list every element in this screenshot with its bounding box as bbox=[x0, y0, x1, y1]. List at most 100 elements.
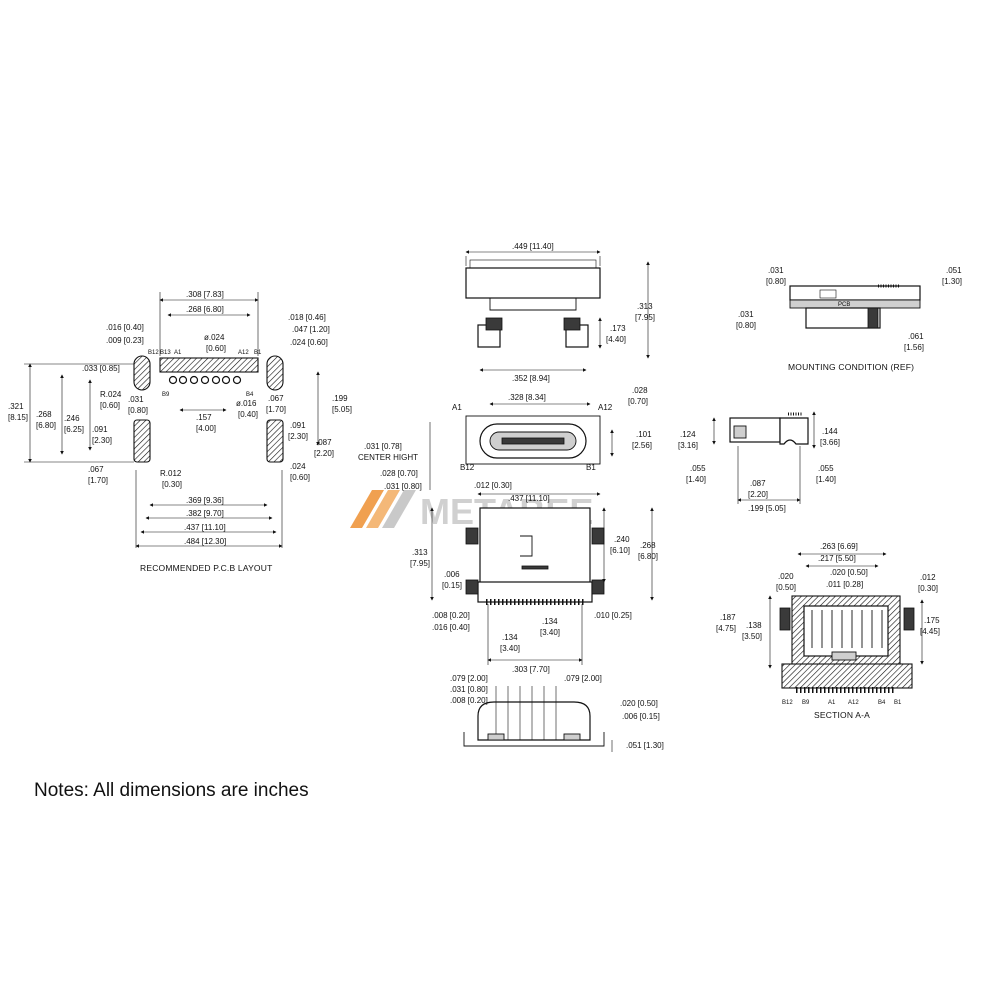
front-pin-label: B12 bbox=[460, 463, 475, 472]
section-dim-9: .187 bbox=[720, 613, 736, 622]
pcb-board bbox=[789, 299, 921, 309]
pcb-dim-29: .199 bbox=[332, 394, 348, 403]
section-caption: SECTION A-A bbox=[814, 710, 870, 720]
pcb-pin-label: B9 bbox=[162, 392, 170, 398]
mount-dim-5: .051 bbox=[946, 266, 962, 275]
mount-dim-7: .061 bbox=[908, 332, 924, 341]
pcb-pad-bottom-left bbox=[133, 419, 151, 463]
plan-dim-3: .006 bbox=[444, 570, 460, 579]
pcb-dim-5: ø.024 bbox=[204, 333, 225, 342]
side-dim-2: [3.16] bbox=[678, 441, 698, 450]
plan-dim-7: .268 bbox=[640, 541, 656, 550]
mounting-condition-view: PCB .031 [0.80] .031 [0.80] .051 [1.30] … bbox=[736, 266, 962, 372]
pcb-dim-31: .091 bbox=[290, 421, 306, 430]
plan-dim-5: .240 bbox=[614, 535, 630, 544]
connector-plan-view: .313 [7.95] .006 [0.15] .240 [6.10] .268… bbox=[410, 507, 658, 674]
front-dim-11: .437 [11.10] bbox=[508, 494, 550, 503]
pcb-dim-20: [0.80] bbox=[128, 406, 148, 415]
bottom-dim-5: .020 [0.50] bbox=[620, 699, 658, 708]
pcb-dim-19: .031 bbox=[128, 395, 144, 404]
mount-dim-3: .031 bbox=[738, 310, 754, 319]
mount-dim-8: [1.56] bbox=[904, 343, 924, 352]
section-pin-label: A1 bbox=[828, 700, 836, 706]
pcb-pin-label: B13 bbox=[160, 350, 171, 356]
side-dim-7: .087 bbox=[750, 479, 766, 488]
plan-dim-2: [7.95] bbox=[410, 559, 430, 568]
front-pin-label: B1 bbox=[586, 463, 596, 472]
connector-bottom-view: .079 [2.00] .031 [0.80] .008 [0.20] .079… bbox=[450, 674, 664, 752]
plan-dim-13: .134 bbox=[542, 617, 558, 626]
pcb-dim-28: [1.70] bbox=[266, 405, 286, 414]
pcb-pin-label: A12 bbox=[238, 350, 249, 356]
pcb-pin-label: B1 bbox=[254, 350, 262, 356]
top-view-dim-5: [4.40] bbox=[606, 335, 626, 344]
section-dim-2: .217 [5.50] bbox=[818, 554, 856, 563]
pcb-signal-pads bbox=[159, 357, 259, 373]
pcb-dim-39: .024 bbox=[290, 462, 306, 471]
side-dim-9: .055 bbox=[818, 464, 834, 473]
section-dim-3: .020 bbox=[778, 572, 794, 581]
section-pin-label: A12 bbox=[848, 700, 859, 706]
pcb-pad-top-left bbox=[133, 355, 151, 391]
side-dim-8: [2.20] bbox=[748, 490, 768, 499]
pcb-dim-3: .016 [0.40] bbox=[106, 323, 144, 332]
section-dim-1: .263 [6.69] bbox=[820, 542, 858, 551]
pcb-dim-4: .009 [0.23] bbox=[106, 336, 144, 345]
top-view-dim-1: .449 [11.40] bbox=[512, 242, 554, 251]
section-dim-8: [0.30] bbox=[918, 584, 938, 593]
top-view-dim-2: .313 bbox=[637, 302, 653, 311]
top-view-dim-4: .173 bbox=[610, 324, 626, 333]
plan-dim-6: [6.10] bbox=[610, 546, 630, 555]
section-dim-13: .175 bbox=[924, 616, 940, 625]
section-pin-label: B12 bbox=[782, 700, 793, 706]
section-pin-label: B4 bbox=[878, 700, 886, 706]
bottom-dim-7: .051 [1.30] bbox=[626, 741, 664, 750]
pcb-dim-42: .382 [9.70] bbox=[186, 509, 224, 518]
plan-dim-15: .010 [0.25] bbox=[594, 611, 632, 620]
section-dim-6: .011 [0.28] bbox=[826, 580, 863, 589]
plan-dim-16: .303 [7.70] bbox=[512, 665, 550, 674]
front-pin-label: A12 bbox=[598, 403, 613, 412]
plan-dim-10: .016 [0.40] bbox=[432, 623, 470, 632]
front-dim-3: [0.70] bbox=[628, 397, 648, 406]
plan-dim-12: [3.40] bbox=[500, 644, 520, 653]
side-dim-11: .199 [5.05] bbox=[748, 504, 786, 513]
pcb-dim-23: .157 bbox=[196, 413, 212, 422]
mount-dim-4: [0.80] bbox=[736, 321, 756, 330]
front-pin-label: A1 bbox=[452, 403, 462, 412]
plan-dim-1: .313 bbox=[412, 548, 428, 557]
section-dim-11: .138 bbox=[746, 621, 762, 630]
top-view-dim-3: [7.95] bbox=[635, 313, 655, 322]
front-dim-6: .031 [0.78] bbox=[364, 442, 402, 451]
front-dim-1: .328 [8.34] bbox=[508, 393, 546, 402]
section-dim-10: [4.75] bbox=[716, 624, 736, 633]
pcb-layout-view: .308 [7.83] .268 [6.80] .016 [0.40] .009… bbox=[8, 290, 352, 573]
pcb-dim-36: [1.70] bbox=[88, 476, 108, 485]
mount-dim-1: .031 bbox=[768, 266, 784, 275]
bottom-dim-1: .079 [2.00] bbox=[450, 674, 488, 683]
connector-front-view: .328 [8.34] .028 [0.70] .101 [2.56] .031… bbox=[358, 386, 652, 503]
pcb-dim-24: [4.00] bbox=[196, 424, 216, 433]
section-dim-5: .020 [0.50] bbox=[830, 568, 868, 577]
section-a-a-view: .263 [6.69] .217 [5.50] .020 [0.50] .020… bbox=[716, 542, 940, 720]
pcb-dim-27: .067 bbox=[268, 394, 284, 403]
pcb-dim-34: [2.20] bbox=[314, 449, 334, 458]
pcb-via-holes bbox=[168, 375, 242, 385]
section-dim-4: [0.50] bbox=[776, 583, 796, 592]
pcb-dim-21: .091 bbox=[92, 425, 108, 434]
pcb-dim-15: .246 bbox=[64, 414, 80, 423]
pcb-dim-6: [0.60] bbox=[206, 344, 226, 353]
pcb-dim-37: R.012 bbox=[160, 469, 182, 478]
side-dim-5: .055 bbox=[690, 464, 706, 473]
bottom-dim-2: .031 [0.80] bbox=[450, 685, 488, 694]
pcb-dim-25: ø.016 bbox=[236, 399, 257, 408]
pcb-dim-17: R.024 bbox=[100, 390, 122, 399]
side-dim-6: [1.40] bbox=[686, 475, 706, 484]
pcb-dim-41: .369 [9.36] bbox=[186, 496, 224, 505]
front-dim-2: .028 bbox=[632, 386, 648, 395]
mounting-caption: MOUNTING CONDITION (REF) bbox=[788, 362, 914, 372]
front-dim-9: .031 [0.80] bbox=[384, 482, 422, 491]
pcb-dim-9: .024 [0.60] bbox=[290, 338, 328, 347]
notes-text: Notes: All dimensions are inches bbox=[34, 780, 309, 801]
